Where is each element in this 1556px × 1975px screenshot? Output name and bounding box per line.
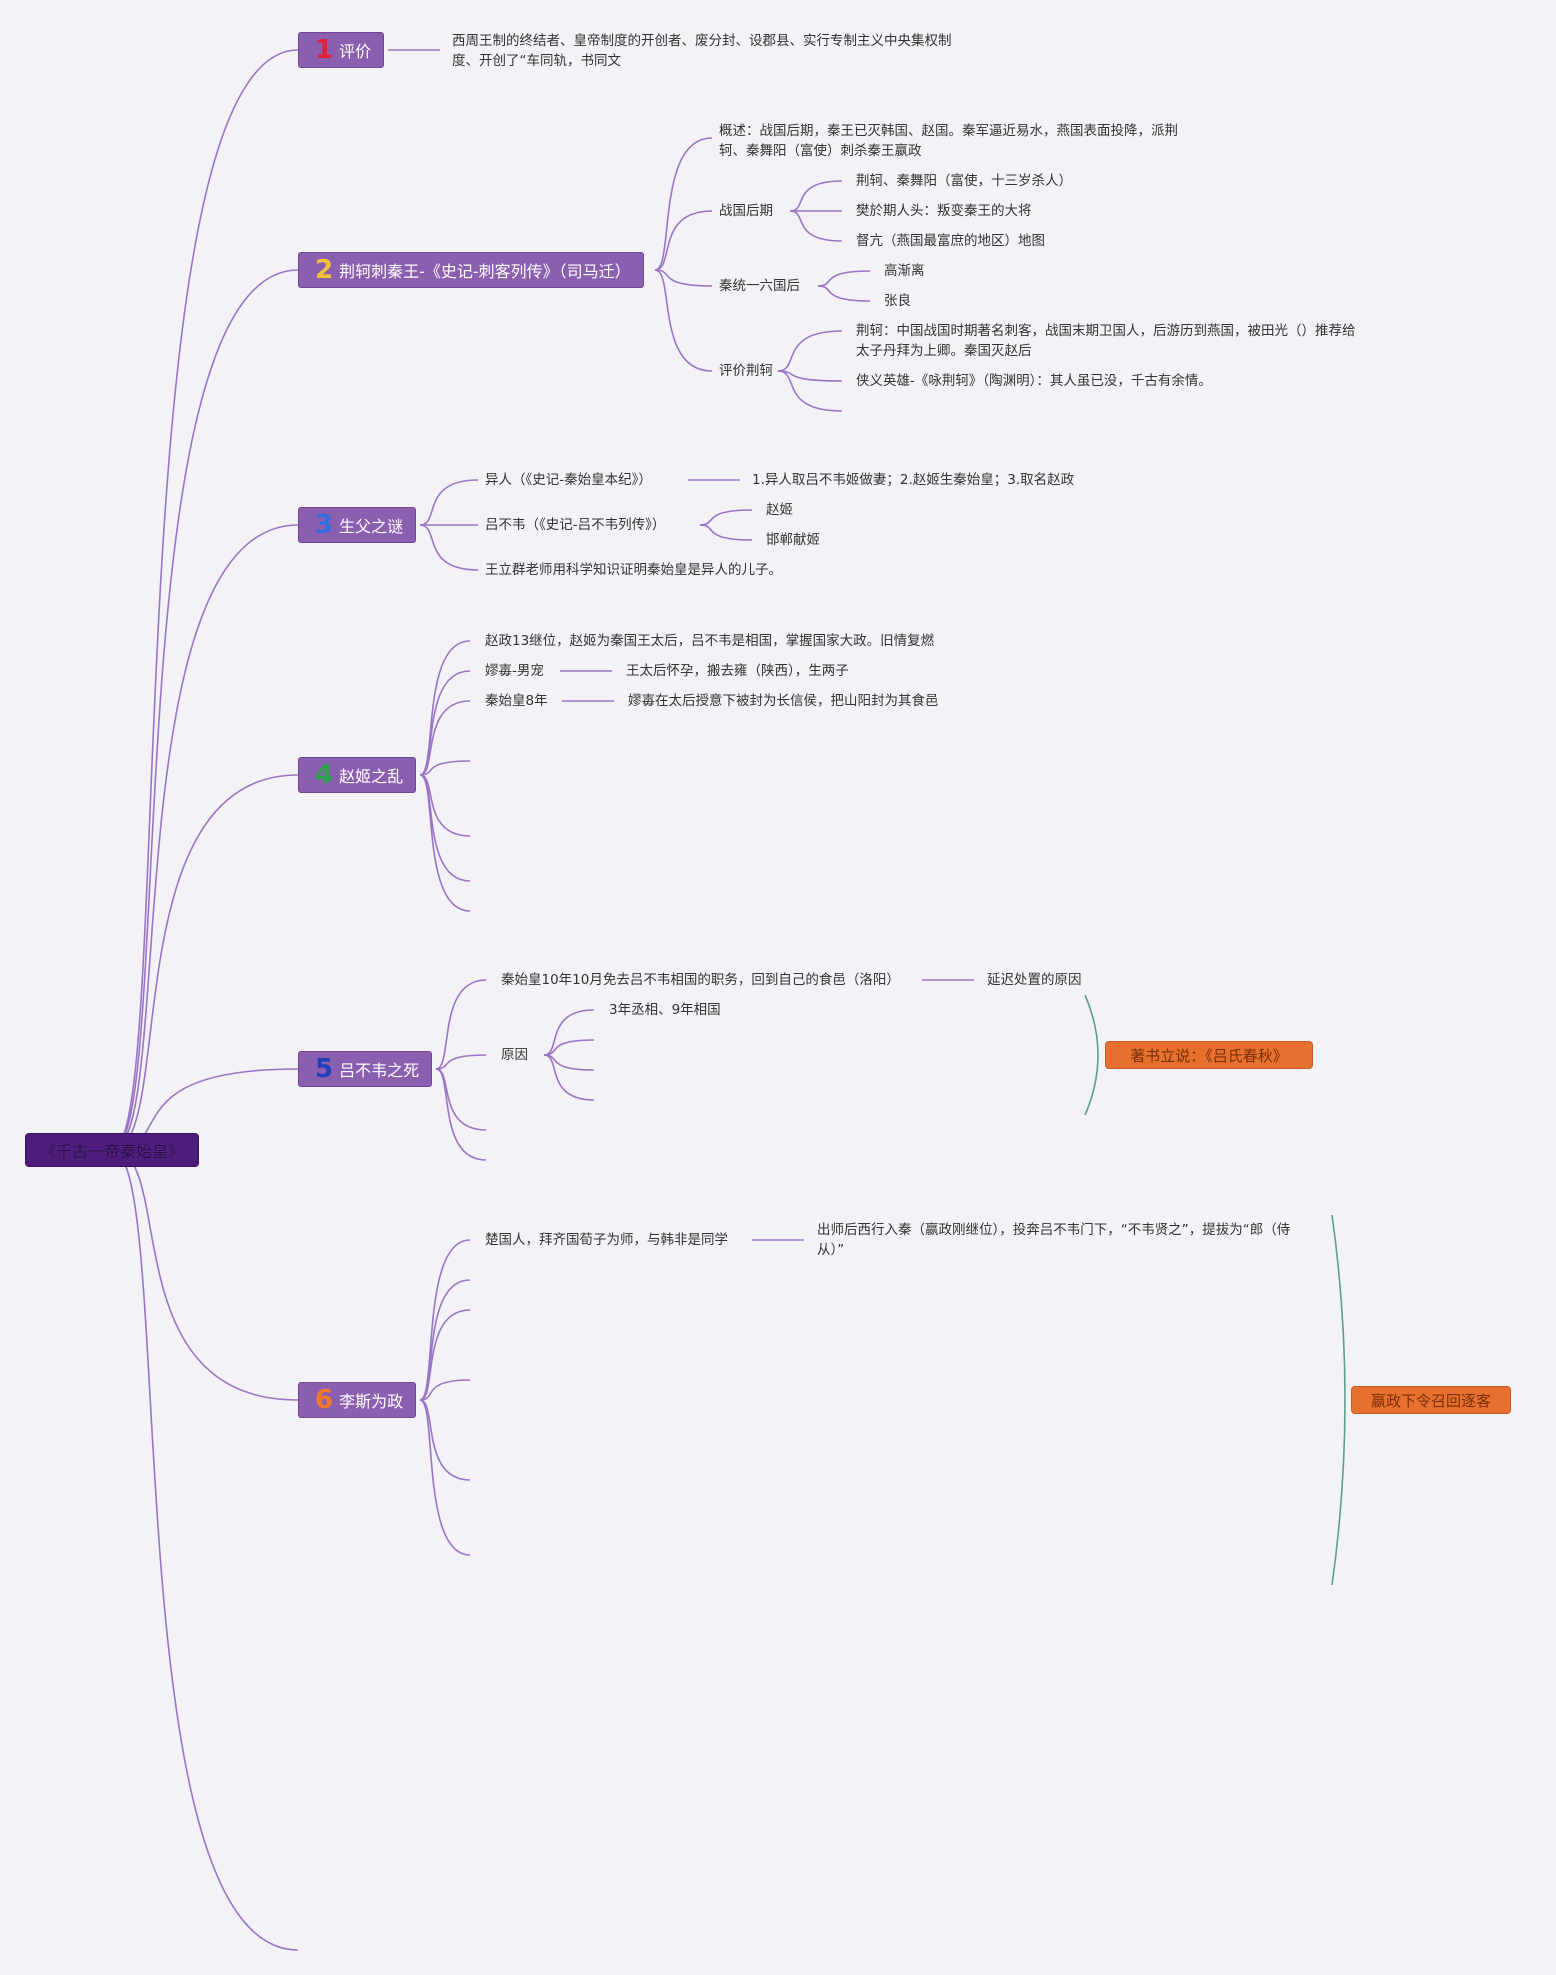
topic-2-branch (654, 269, 713, 372)
topic-number-6: 6 (315, 1385, 334, 1415)
lisi-item[interactable]: 楚国人，拜齐国荀子为师，与韩非是同学 (485, 1232, 728, 1248)
evaluate-jingke[interactable]: 评价荆轲 (719, 363, 773, 379)
lvbuwei-dismissal[interactable]: 秦始皇10年10月免去吕不韦相国的职务，回到自己的食邑（洛阳） (501, 972, 900, 988)
lvbuwei-label[interactable]: 吕不韦（《史记-吕不韦列传》） (485, 517, 666, 533)
reason-label[interactable]: 原因 (501, 1047, 528, 1063)
topic-2-branch (654, 137, 713, 271)
topic-6-branch (419, 1239, 471, 1401)
after-unify-branch (817, 285, 871, 302)
zhaoji-item-detail[interactable]: 王太后怀孕，搬去雍（陕西），生两子 (626, 663, 849, 679)
root-topic[interactable]: 《千古一帝秦始皇》 (25, 1133, 199, 1167)
topic-number-4: 4 (315, 760, 334, 790)
callout-label: 著书立说：《吕氏春秋》 (1130, 1046, 1288, 1065)
reason-branch (543, 1054, 595, 1071)
topic-3-branch (419, 524, 479, 571)
reason-item[interactable]: 3年丞相、9年相国 (609, 1002, 721, 1018)
topic-5-branch (435, 1068, 487, 1161)
lisi-item-detail[interactable]: 出师后西行入秦（嬴政刚继位），投奔吕不韦门下，“不韦贤之”，提拔为“郎（侍从）” (817, 1222, 1291, 1258)
lvbuwei-item[interactable]: 赵姬 (766, 502, 793, 518)
topic-6-branch (419, 1279, 471, 1401)
topic-4-branch (419, 760, 471, 776)
yiren-detail[interactable]: 1.异人取吕不韦姬做妻；2.赵姬生秦始皇；3.取名赵政 (752, 472, 1075, 488)
wang-liqun-note[interactable]: 王立群老师用科学知识证明秦始皇是异人的儿子。 (485, 562, 782, 578)
jingke-overview[interactable]: 概述：战国后期，秦王已灭韩国、赵国。秦军逼近易水，燕国表面投降，派荆轲、秦舞阳（… (719, 123, 1178, 159)
topic-5-lvbuwei-death[interactable]: 5 吕不韦之死 (298, 1051, 433, 1087)
topic-2-branch (654, 269, 713, 287)
topic-4-branch (419, 670, 471, 776)
topic-label: 荆轲刺秦王-《史记-刺客列传》（司马迁） (339, 262, 631, 281)
late-wars-branch (789, 180, 843, 212)
callout-recall-guests[interactable]: 嬴政下令召回逐客 (1351, 1386, 1511, 1414)
summary-bracket-topic-5 (1084, 994, 1099, 1116)
late-wars-item[interactable]: 督亢（燕国最富庶的地区）地图 (856, 233, 1045, 249)
late-wars-item[interactable]: 樊於期人头：叛变秦王的大将 (856, 203, 1032, 219)
topic-1-evaluation[interactable]: 1 评价 (298, 32, 385, 68)
root-to-topic-1 (111, 49, 299, 1151)
topic-label: 赵姬之乱 (339, 767, 404, 786)
root-to-topic-3 (111, 524, 299, 1151)
evaluate-branch (777, 370, 843, 412)
topic-4-branch (419, 700, 471, 776)
after-unify-branch (817, 270, 871, 287)
delay-reason[interactable]: 延迟处置的原因 (987, 972, 1082, 988)
topic-6-branch (419, 1399, 471, 1481)
evaluate-branch (777, 370, 843, 382)
topic-4-zhaoji-chaos[interactable]: 4 赵姬之乱 (298, 757, 417, 793)
topic-3-father-mystery[interactable]: 3 生父之谜 (298, 507, 417, 543)
evaluation-description[interactable]: 西周王制的终结者、皇帝制度的开创者、废分封、设郡县、实行专制主义中央集权制度、开… (452, 33, 952, 69)
zhaoji-item-detail[interactable]: 嫪毐在太后授意下被封为长信侯，把山阳封为其食邑 (628, 693, 939, 709)
lvbuwei-branch (699, 524, 753, 541)
topic-5-branch (435, 1068, 487, 1131)
root-to-topic-4 (111, 774, 299, 1151)
lvbuwei-branch (699, 509, 753, 526)
topic-number-2: 2 (315, 255, 334, 285)
topic-6-branch (419, 1309, 471, 1401)
reason-branch (543, 1039, 595, 1056)
topic-5-branch (435, 1054, 487, 1070)
topic-4-branch (419, 774, 471, 837)
topic-6-lisi-governance[interactable]: 6 李斯为政 (298, 1382, 417, 1418)
late-wars-item[interactable]: 荆轲、秦舞阳（富使，十三岁杀人） (856, 173, 1072, 189)
root-to-topic-2 (111, 269, 299, 1151)
evaluate-branch (777, 330, 843, 372)
callout-label: 嬴政下令召回逐客 (1370, 1391, 1491, 1410)
topic-3-branch (419, 479, 479, 526)
topic-5-branch (435, 979, 487, 1070)
zhaoji-item[interactable]: 嫪毐-男宠 (485, 663, 544, 679)
topic-number-5: 5 (315, 1054, 334, 1084)
topic-number-3: 3 (315, 510, 334, 540)
root-to-empty-branch (111, 1149, 299, 1951)
reason-branch (543, 1009, 595, 1056)
topic-2-branch (654, 210, 713, 271)
callout-lvshi-chunqiu[interactable]: 著书立说：《吕氏春秋》 (1105, 1041, 1313, 1069)
zhaoji-item[interactable]: 赵政13继位，赵姬为秦国王太后，吕不韦是相国，掌握国家大政。旧情复燃 (485, 633, 935, 649)
late-warring-states[interactable]: 战国后期 (719, 203, 773, 219)
topic-4-branch (419, 640, 471, 776)
evaluate-item[interactable]: 侠义英雄-《咏荆轲》（陶渊明）：其人虽已没，千古有余情。 (856, 373, 1212, 389)
after-unify-item[interactable]: 高渐离 (884, 263, 925, 279)
topic-4-branch (419, 774, 471, 882)
root-to-topic-6 (111, 1149, 299, 1401)
zhaoji-item[interactable]: 秦始皇8年 (485, 693, 548, 709)
after-unify-item[interactable]: 张良 (884, 293, 911, 309)
lvbuwei-item[interactable]: 邯郸献姬 (766, 532, 820, 548)
root-topic-label: 《千古一帝秦始皇》 (39, 1142, 184, 1161)
topic-label: 吕不韦之死 (339, 1061, 420, 1080)
topic-6-branch (419, 1379, 471, 1401)
topic-4-branch (419, 774, 471, 912)
topic-label: 评价 (339, 42, 372, 61)
topic-label: 生父之谜 (339, 517, 404, 536)
topic-2-jingke[interactable]: 2 荆轲刺秦王-《史记-刺客列传》（司马迁） (298, 252, 644, 288)
evaluate-item[interactable]: 荆轲：中国战国时期著名刺客，战国末期卫国人，后游历到燕国，被田光（）推荐给太子丹… (856, 323, 1356, 359)
after-unification[interactable]: 秦统一六国后 (719, 278, 800, 294)
topic-label: 李斯为政 (339, 1392, 404, 1411)
yiren-label[interactable]: 异人（《史记-秦始皇本纪》） (485, 472, 652, 488)
late-wars-branch (789, 210, 843, 242)
reason-branch (543, 1054, 595, 1101)
topic-6-branch (419, 1399, 471, 1556)
topic-number-1: 1 (315, 35, 334, 65)
summary-bracket-topic-6 (1331, 1214, 1346, 1586)
